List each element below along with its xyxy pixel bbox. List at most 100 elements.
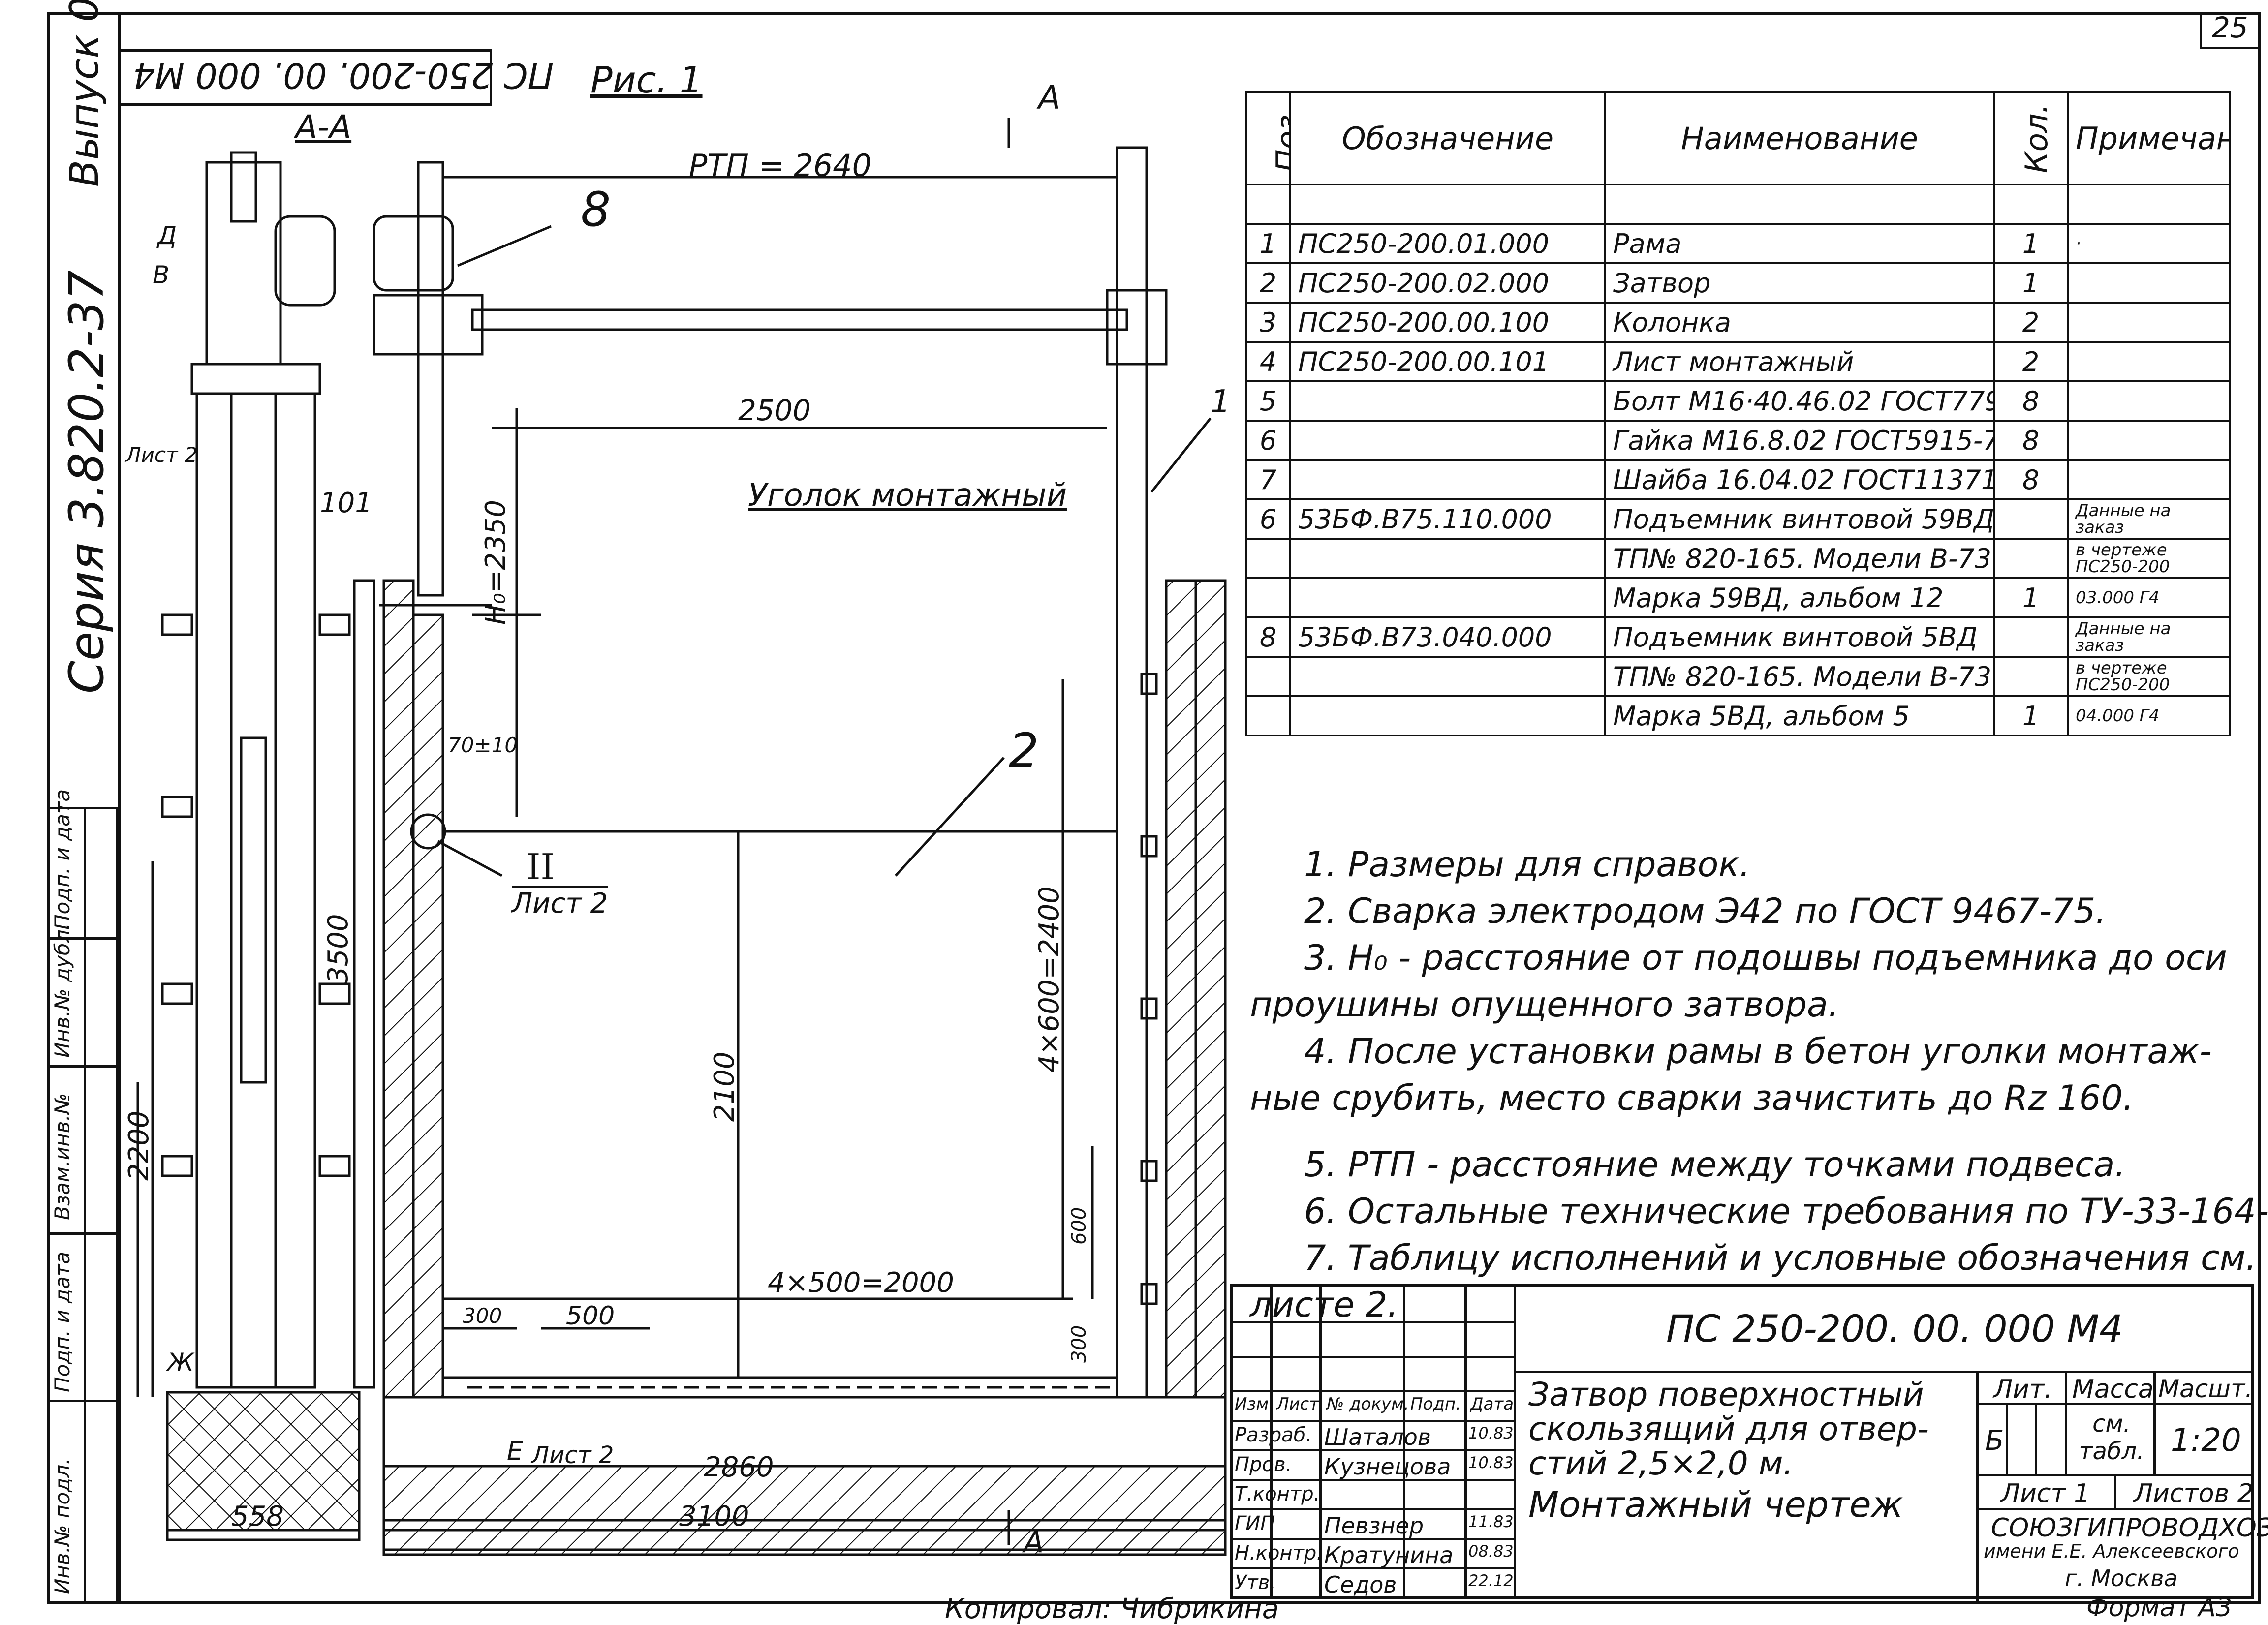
doc-code-box: [118, 49, 492, 106]
specification-table: Поз. Обозначение Наименование Кол. Приме…: [1245, 91, 2231, 736]
spec-designation: ПС250-200.01.000: [1289, 223, 1606, 264]
spec-note: [2067, 184, 2231, 225]
role-role: Н.контр.: [1235, 1542, 1323, 1564]
spec-note: Данные на заказ: [2067, 498, 2231, 540]
spec-pos: 3: [1245, 302, 1291, 343]
spec-pos: 6: [1245, 498, 1291, 540]
spec-note: [2067, 380, 2231, 422]
spec-note: [2067, 459, 2231, 500]
note-line: 4. После установки рамы в бетон уголки м…: [1304, 1031, 2212, 1072]
page-number-box: [2200, 12, 2261, 49]
technical-notes: 1. Размеры для справок.2. Сварка электро…: [1250, 841, 2268, 1328]
org-line-2: имени Е.Е. Алексеевского: [1984, 1540, 2239, 1562]
dimension-600: 600: [1068, 1207, 1090, 1245]
dimension-70: 70±10: [448, 733, 518, 757]
node-ii-label: II: [527, 846, 555, 888]
spec-designation: ПС250-200.00.100: [1289, 302, 1606, 343]
spec-note: [2067, 420, 2231, 461]
dimension-3500: 3500: [322, 914, 354, 984]
title-block-code: ПС 250-200. 00. 000 М4: [1666, 1307, 2123, 1350]
role-name: Певзнер: [1324, 1512, 1424, 1539]
role-role: Разраб.: [1235, 1424, 1312, 1446]
spec-qty: 8: [1993, 380, 2069, 422]
dimension-2100: 2100: [709, 1051, 741, 1122]
spec-qty: 2: [1993, 302, 2069, 343]
view-marker-zh: Ж: [167, 1348, 194, 1377]
spec-designation: [1289, 538, 1606, 579]
spec-qty: 1: [1993, 223, 2069, 264]
figure-label: Рис. 1: [590, 59, 703, 101]
role-name: Кратунина: [1324, 1542, 1454, 1568]
sheet-count: Листов 2: [2134, 1479, 2254, 1508]
spec-qty: 1: [1993, 695, 2069, 736]
spec-name: Марка 59ВД, альбом 12: [1604, 577, 1995, 618]
col-designation: Обозначение: [1289, 91, 1606, 185]
dimension-4x500: 4×500=2000: [768, 1267, 954, 1299]
spec-designation: [1289, 459, 1606, 500]
role-name: Шаталов: [1324, 1424, 1431, 1450]
note-line: листе 2.: [1250, 1285, 1398, 1325]
sheet-number: Лист 1: [2001, 1479, 2090, 1508]
spec-name: Лист монтажный: [1604, 341, 1995, 382]
spec-name: Колонка: [1604, 302, 1995, 343]
spec-pos: 7: [1245, 459, 1291, 500]
spec-name: Шайба 16.04.02 ГОСТ11371-68: [1604, 459, 1995, 500]
role-role: Т.контр.: [1235, 1483, 1320, 1505]
spec-note: 03.000 Г4: [2067, 577, 2231, 618]
role-role: Пров.: [1235, 1453, 1292, 1476]
spec-name: Подъемник винтовой 59ВД: [1604, 498, 1995, 540]
dimension-300-left: 300: [463, 1304, 502, 1328]
spec-pos: [1245, 695, 1291, 736]
note-line: [1250, 1122, 2209, 1141]
spec-qty: [1993, 498, 2069, 540]
note-line: ные срубить, место сварки зачистить до R…: [1250, 1078, 2134, 1118]
role-date: 22.12: [1468, 1571, 1514, 1590]
org-line-1: СОЮЗГИПРОВОДХОЗ: [1991, 1513, 2268, 1543]
mounting-angle-label: Уголок монтажный: [748, 477, 1067, 514]
page-number: 25: [2212, 11, 2248, 44]
spec-qty: 8: [1993, 420, 2069, 461]
spec-pos: 1: [1245, 223, 1291, 264]
spec-name: Рама: [1604, 223, 1995, 264]
sheet-2-ref: Лист 2: [512, 886, 608, 920]
title-line-2: скользящий для отвер-: [1528, 1410, 1929, 1448]
spec-pos: [1245, 184, 1291, 225]
spec-name: ТП№ 820-165. Модели В-73: [1604, 538, 1995, 579]
role-date: 08.83: [1468, 1542, 1514, 1561]
spec-designation: [1289, 184, 1606, 225]
view-marker-d: Д: [157, 221, 177, 250]
spec-note: ·: [2067, 223, 2231, 264]
spec-row: [1245, 184, 2231, 225]
view-marker-b: В: [153, 261, 170, 289]
spec-pos: [1245, 538, 1291, 579]
mass-value: см. табл.: [2079, 1410, 2144, 1465]
sheet-2-ref-left: Лист 2: [125, 443, 198, 467]
inner-frame: [118, 12, 2261, 1604]
left-stamp: [47, 807, 118, 1604]
spec-qty: [1993, 538, 2069, 579]
role-date: 10.83: [1468, 1424, 1514, 1442]
position-1-label: 1: [1211, 384, 1231, 420]
role-date: 11.83: [1468, 1512, 1514, 1531]
spec-name: Гайка М16.8.02 ГОСТ5915-70: [1604, 420, 1995, 461]
spec-qty: 8: [1993, 459, 2069, 500]
role-name: Седов: [1324, 1571, 1397, 1598]
dimension-500: 500: [566, 1301, 615, 1331]
spec-note: Данные на заказ: [2067, 616, 2231, 658]
dimension-558: 558: [231, 1501, 284, 1533]
spec-qty: [1993, 656, 2069, 697]
spec-name: [1604, 184, 1995, 225]
org-line-3: г. Москва: [2065, 1565, 2178, 1592]
title-block: ПС 250-200. 00. 000 М4 Затвор поверхност…: [1230, 1284, 2268, 1602]
spec-qty: [1993, 184, 2069, 225]
col-pos: Поз.: [1245, 91, 1291, 185]
